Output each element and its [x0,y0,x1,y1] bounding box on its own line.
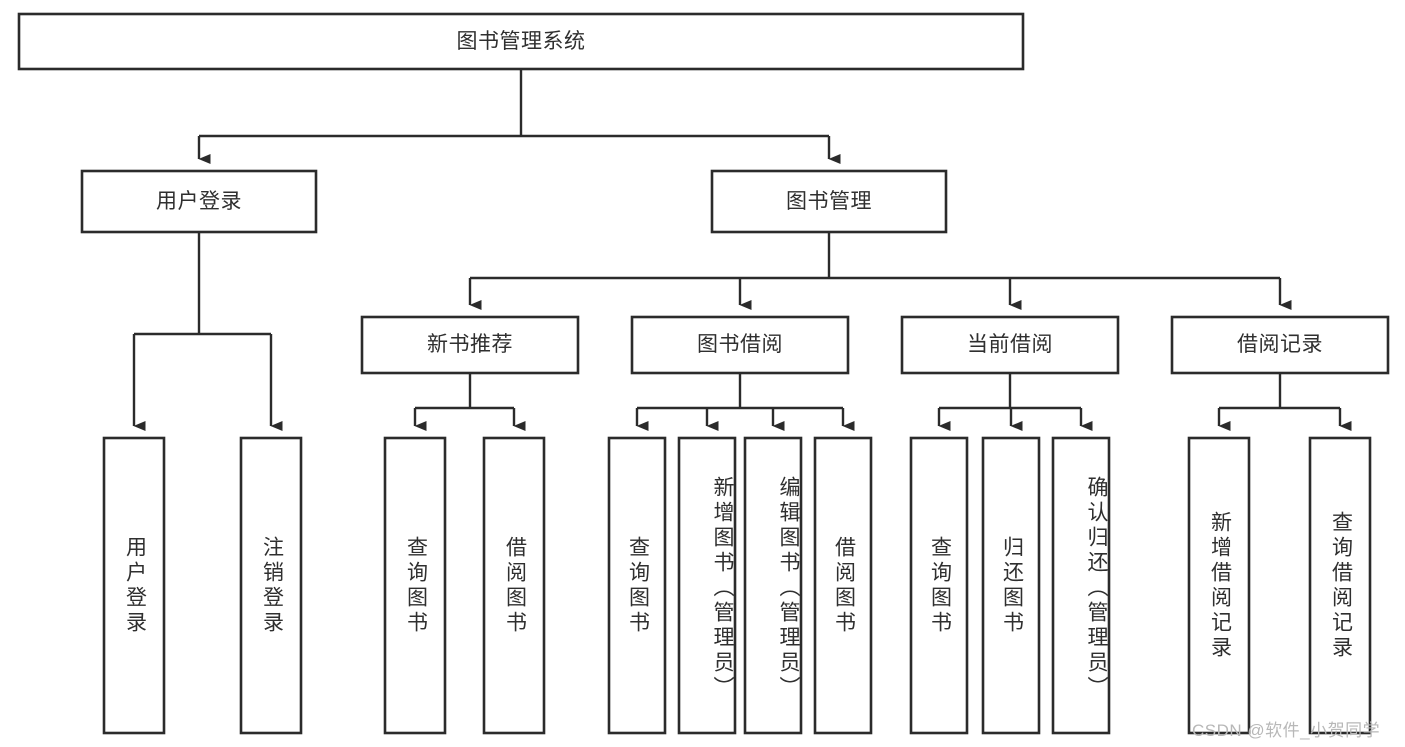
leaf-box-user-login-logout[interactable] [239,436,303,735]
node-box-user-login[interactable] [80,169,318,234]
leaf-box-borrow-borrow-book[interactable] [813,436,873,735]
node-box-new-book-recommend[interactable] [360,315,580,375]
leaf-box-recommend-borrow-book[interactable] [482,436,546,735]
leaf-box-current-confirm-return[interactable] [1051,436,1111,735]
leaf-box-borrow-query-book[interactable] [607,436,667,735]
leaf-box-borrow-add-book[interactable] [677,436,737,735]
leaf-box-borrow-edit-book[interactable] [743,436,803,735]
leaf-box-recommend-query-book[interactable] [383,436,447,735]
leaf-box-current-return-book[interactable] [981,436,1041,735]
leaf-box-record-query-record[interactable] [1308,436,1372,735]
node-box-root[interactable] [17,12,1025,71]
node-box-current-borrow[interactable] [900,315,1120,375]
node-box-book-borrow[interactable] [630,315,850,375]
node-box-borrow-record[interactable] [1170,315,1390,375]
node-box-book-management[interactable] [710,169,948,234]
leaf-box-current-query-book[interactable] [909,436,969,735]
leaf-box-user-login-login[interactable] [102,436,166,735]
watermark-text: CSDN @软件_小贺同学 [1192,721,1381,740]
leaf-box-record-add-record[interactable] [1187,436,1251,735]
